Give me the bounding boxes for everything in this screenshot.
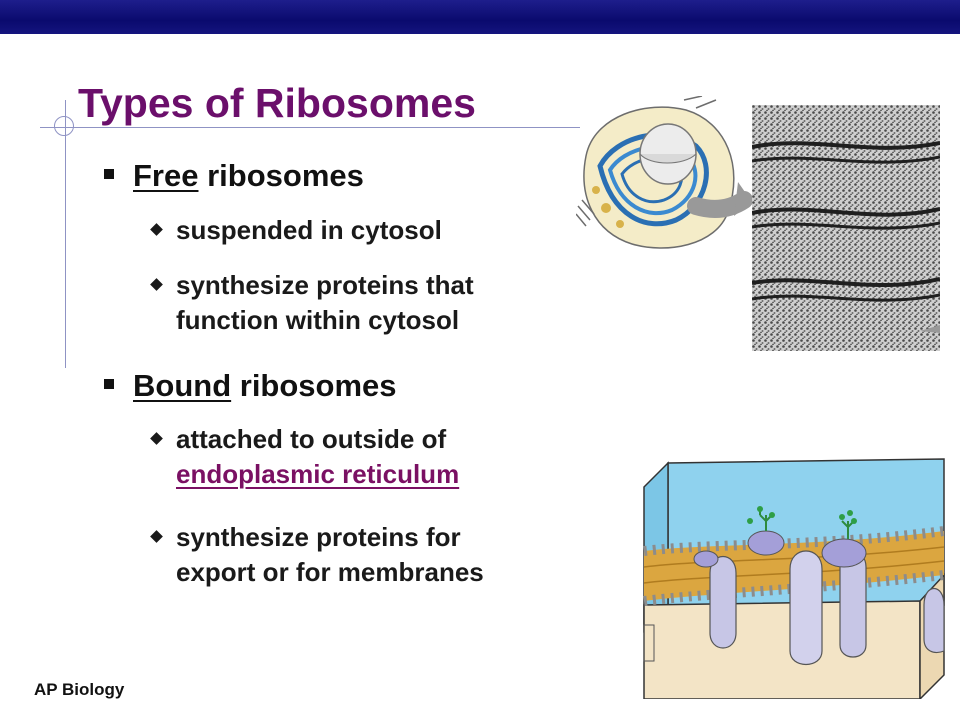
diamond-bullet-icon	[150, 432, 163, 445]
bound-keyword: Bound	[133, 368, 232, 403]
sub-bullet-text: function within cytosol	[176, 305, 460, 335]
diamond-bullet-icon	[150, 278, 163, 291]
free-rest: ribosomes	[198, 158, 364, 193]
footer-course-label: AP Biology	[34, 680, 125, 699]
free-keyword: Free	[133, 158, 199, 193]
decor-crosshair-circle	[54, 116, 74, 136]
diamond-bullet-icon	[150, 223, 163, 236]
cell-illustration-icon	[576, 96, 752, 249]
membrane-proteins-diagram	[643, 458, 945, 699]
header-bar	[0, 0, 960, 34]
decor-vertical-line	[65, 100, 66, 368]
square-bullet-icon	[104, 379, 114, 389]
sub-bullet-text: export or for membranes	[176, 557, 484, 587]
decor-horizontal-line	[40, 127, 580, 128]
bound-rest: ribosomes	[231, 368, 397, 403]
rough-er-micrograph	[752, 105, 940, 351]
sub-bullet-text: attached to outside of	[176, 424, 447, 454]
sub-bullet-text: synthesize proteins for	[176, 522, 461, 552]
sub-bullet-text: synthesize proteins that	[176, 270, 474, 300]
slide-title: Types of Ribosomes	[78, 80, 476, 126]
sub-bullet-text: suspended in cytosol	[176, 215, 442, 245]
endoplasmic-reticulum-link[interactable]: endoplasmic reticulum	[176, 459, 460, 489]
diamond-bullet-icon	[150, 530, 163, 543]
square-bullet-icon	[104, 169, 114, 179]
